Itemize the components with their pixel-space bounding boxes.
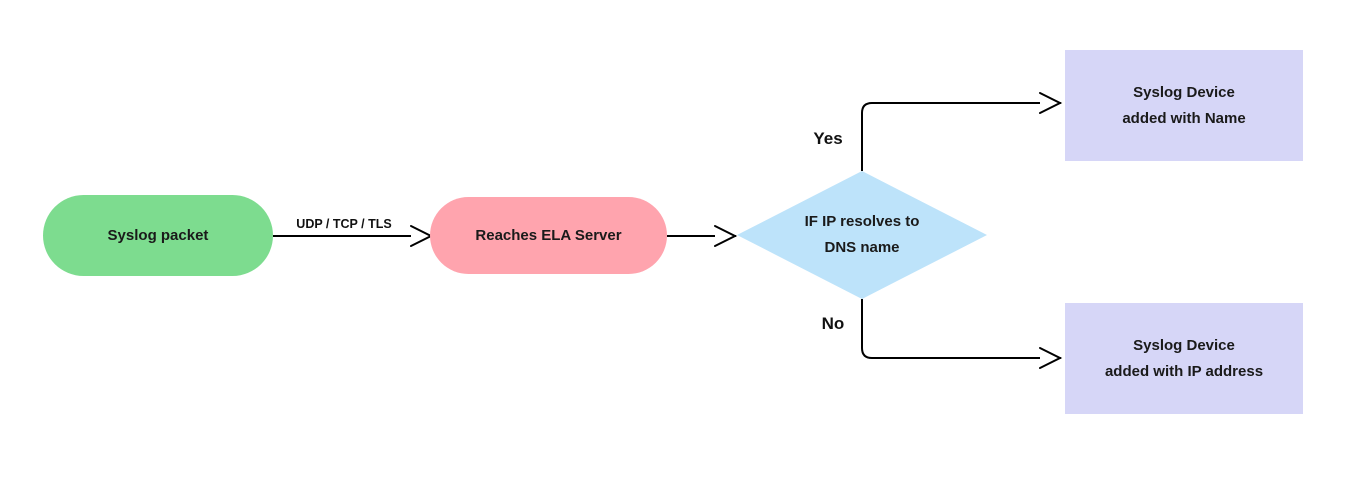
node-syslog-packet: Syslog packet (43, 195, 273, 276)
node-decision-label-line1: IF IP resolves to (804, 213, 920, 230)
node-outcome-name-label-line1: Syslog Device (1133, 83, 1235, 101)
node-outcome-added-with-name: Syslog Device added with Name (1065, 50, 1303, 161)
edge-label-no: No (821, 314, 845, 333)
node-outcome-ip-label-line2: added with IP address (1104, 362, 1264, 380)
edge-label-transport: UDP / TCP / TLS (296, 217, 392, 231)
node-decision-label-line2: DNS name (824, 239, 900, 256)
node-outcome-ip-label-line1: Syslog Device (1133, 336, 1235, 354)
node-outcome-added-with-ip: Syslog Device added with IP address (1065, 303, 1303, 414)
node-syslog-packet-label: Syslog packet (107, 226, 209, 244)
node-reaches-ela-server-label: Reaches ELA Server (475, 226, 622, 244)
edge-label-yes: Yes (813, 129, 843, 148)
node-outcome-name-label-line2: added with Name (1122, 109, 1246, 127)
edge-no-arrow (861, 299, 1063, 369)
edge-yes-arrow (861, 92, 1063, 171)
node-reaches-ela-server: Reaches ELA Server (430, 197, 667, 274)
